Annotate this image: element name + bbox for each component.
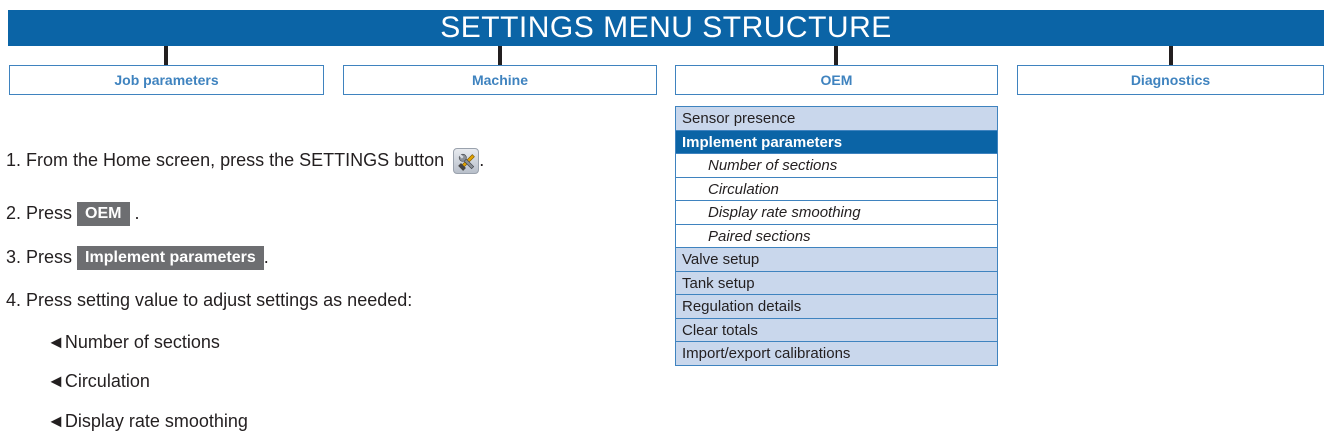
tab-job-parameters[interactable]: Job parameters <box>9 65 324 95</box>
connector-line <box>498 46 502 65</box>
step-1-text: 1. From the Home screen, press the SETTI… <box>6 149 445 170</box>
step-2: 2. Press OEM . <box>6 202 140 227</box>
tab-diagnostics[interactable]: Diagnostics <box>1017 65 1324 95</box>
connector-line <box>164 46 168 65</box>
tab-oem[interactable]: OEM <box>675 65 998 95</box>
menu-item-sensor-presence[interactable]: Sensor presence <box>675 106 998 131</box>
step-4: 4. Press setting value to adjust setting… <box>6 290 413 310</box>
menu-item-valve-setup[interactable]: Valve setup <box>675 247 998 272</box>
implement-parameters-button[interactable]: Implement parameters <box>77 246 264 271</box>
sub-item-number-of-sections: ◄Number of sections <box>47 332 220 352</box>
menu-item-tank-setup[interactable]: Tank setup <box>675 270 998 295</box>
menu-item-regulation-details[interactable]: Regulation details <box>675 294 998 319</box>
menu-item-paired-sections[interactable]: Paired sections <box>675 223 998 248</box>
step-3-end: . <box>263 247 269 267</box>
menu-item-clear-totals[interactable]: Clear totals <box>675 317 998 342</box>
menu-item-import-export-calibrations[interactable]: Import/export calibrations <box>675 341 998 366</box>
step-1: 1. From the Home screen, press the SETTI… <box>6 148 484 174</box>
step-2-end: . <box>134 203 140 223</box>
settings-icon[interactable] <box>453 148 480 174</box>
menu-item-implement-parameters[interactable]: Implement parameters <box>675 129 998 154</box>
oem-menu: Sensor presence Implement parameters Num… <box>675 106 998 366</box>
menu-item-display-rate-smoothing[interactable]: Display rate smoothing <box>675 200 998 225</box>
oem-button[interactable]: OEM <box>77 202 130 227</box>
connector-line <box>834 46 838 65</box>
sub-item-circulation: ◄Circulation <box>47 371 150 391</box>
page-title: SETTINGS MENU STRUCTURE <box>8 10 1324 46</box>
step-3-text: 3. Press <box>6 247 73 267</box>
menu-item-circulation[interactable]: Circulation <box>675 176 998 201</box>
menu-item-number-of-sections[interactable]: Number of sections <box>675 153 998 178</box>
sub-item-display-rate-smoothing: ◄Display rate smoothing <box>47 411 248 431</box>
connector-line <box>1169 46 1173 65</box>
step-3: 3. Press Implement parameters. <box>6 246 269 271</box>
tab-machine[interactable]: Machine <box>343 65 657 95</box>
step-2-text: 2. Press <box>6 203 73 223</box>
step-1-end: . <box>479 149 485 170</box>
